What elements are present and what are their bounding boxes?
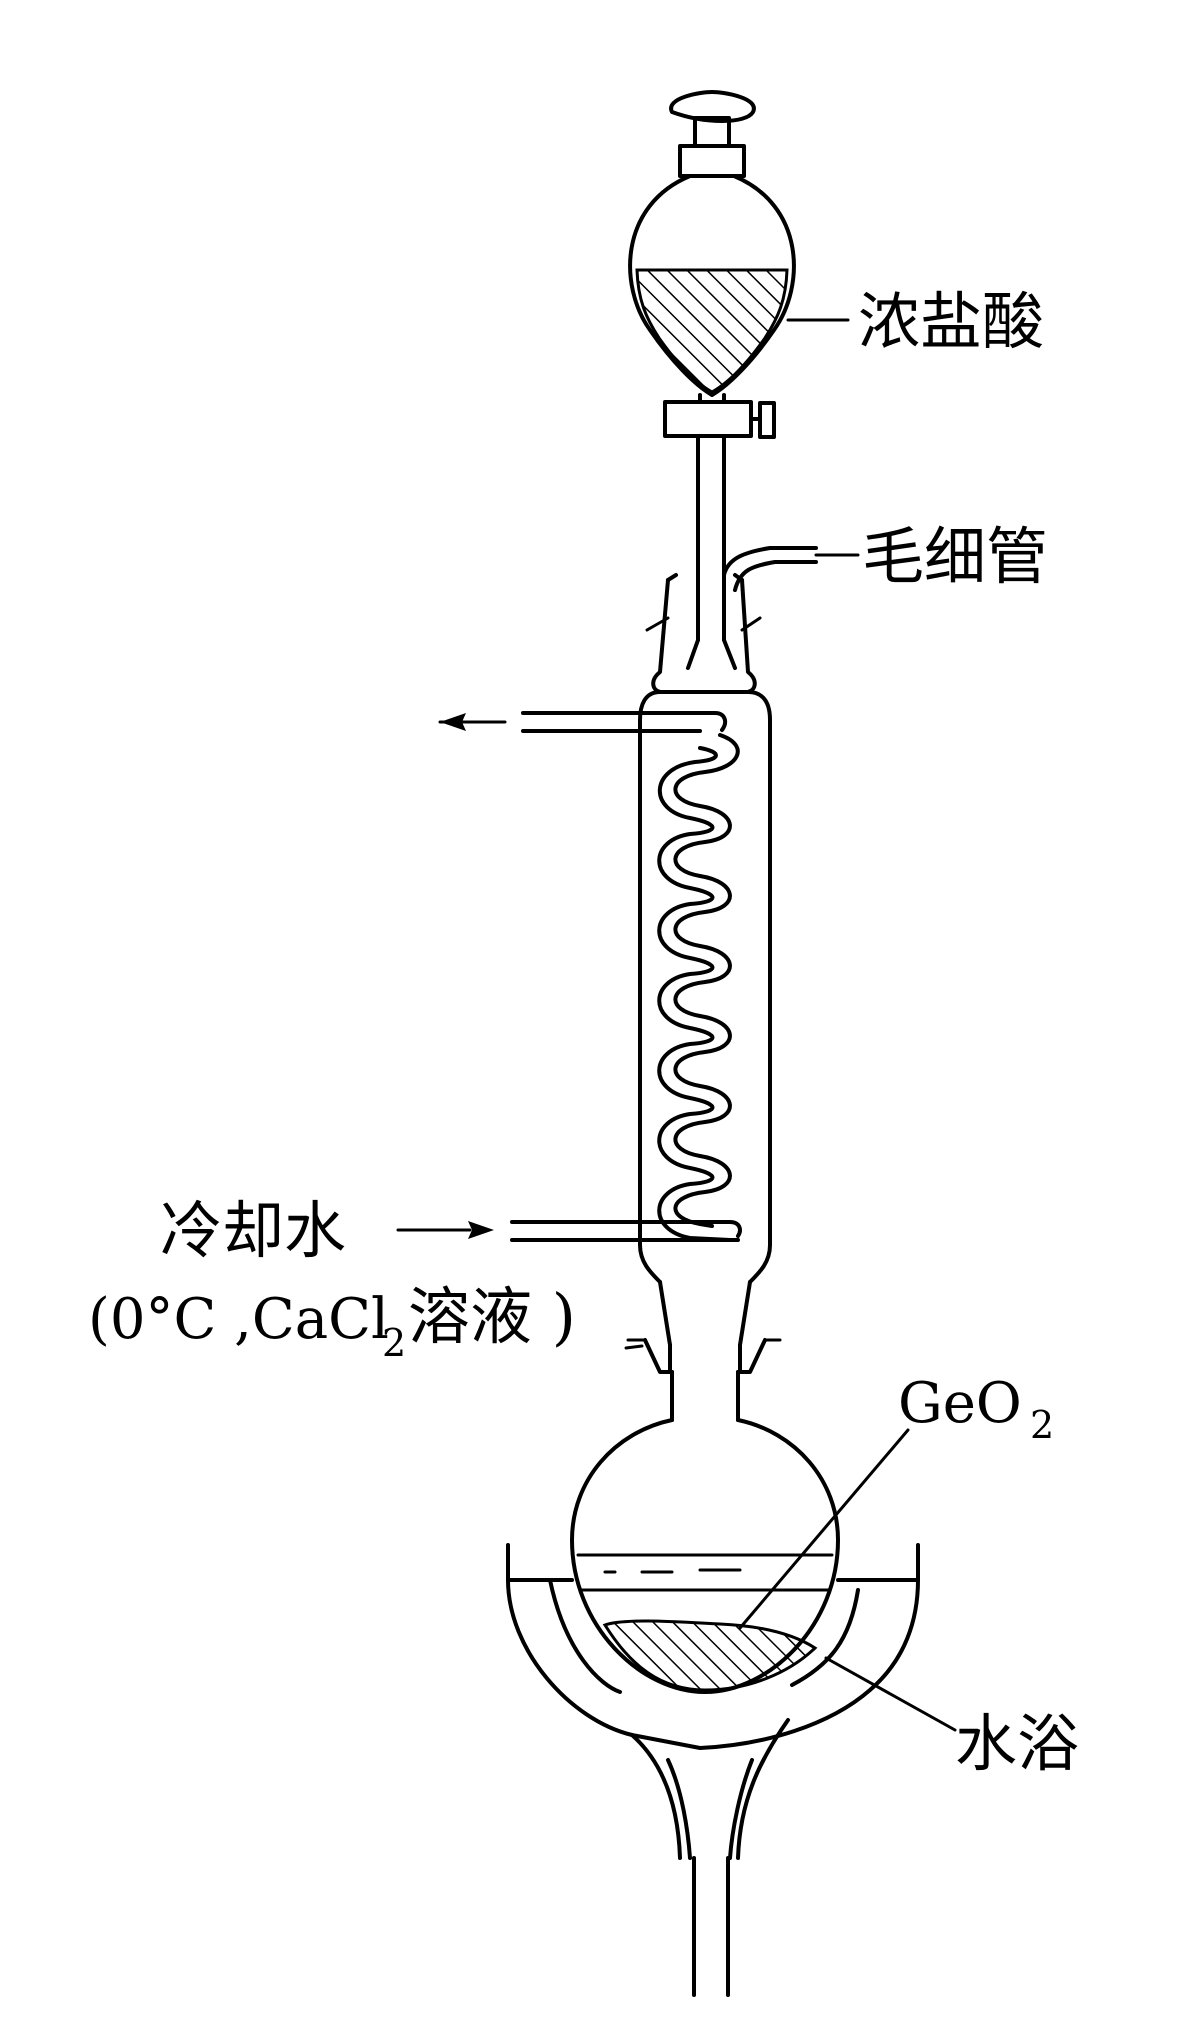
capillary-tube	[722, 546, 818, 592]
funnel-stopper	[669, 90, 756, 123]
flask-neck	[670, 1370, 740, 1422]
round-bottom-flask	[570, 1370, 910, 1694]
water-bath-vessel	[506, 1543, 920, 1750]
funnel-bulb	[628, 174, 796, 397]
funnel-stopcock	[663, 400, 753, 438]
label-conc-hcl: 浓盐酸	[858, 285, 1044, 358]
condenser-jacket	[638, 690, 772, 1284]
flask-body	[570, 1418, 840, 1694]
label-water-bath: 水浴	[955, 1707, 1079, 1780]
label-cooling-water-note-sub: 2	[382, 1321, 406, 1365]
label-capillary: 毛细管	[862, 520, 1048, 593]
water-bath	[506, 1543, 957, 1750]
label-cooling-water-note-close: 溶液 )	[408, 1280, 576, 1353]
label-geo2: GeO	[898, 1371, 1022, 1436]
water-inlet-tube	[510, 1220, 742, 1242]
condenser-top-joint	[645, 546, 860, 694]
funnel-neck	[678, 144, 746, 178]
label-cooling-water: 冷却水	[160, 1194, 346, 1267]
water-outlet-tube	[521, 711, 728, 733]
outlet-arrow-head	[440, 713, 466, 731]
label-cooling-water-note-open: (0°C ,CaCl	[88, 1287, 389, 1352]
coil-condenser	[396, 690, 772, 1347]
water-bath-leader-line	[824, 1656, 957, 1732]
funnel-stem	[686, 434, 737, 670]
geo2-solid	[602, 1619, 818, 1692]
condenser-coil	[673, 733, 740, 1228]
funnel-liquid	[635, 268, 789, 394]
flask-joint	[624, 1338, 782, 1374]
inlet-arrow-head	[468, 1221, 494, 1239]
heating-stand	[630, 1718, 790, 1997]
label-geo2-sub: 2	[1030, 1403, 1054, 1447]
separatory-funnel	[628, 90, 850, 439]
geo2-leader-line	[738, 1428, 910, 1630]
stopcock-handle	[758, 401, 776, 439]
